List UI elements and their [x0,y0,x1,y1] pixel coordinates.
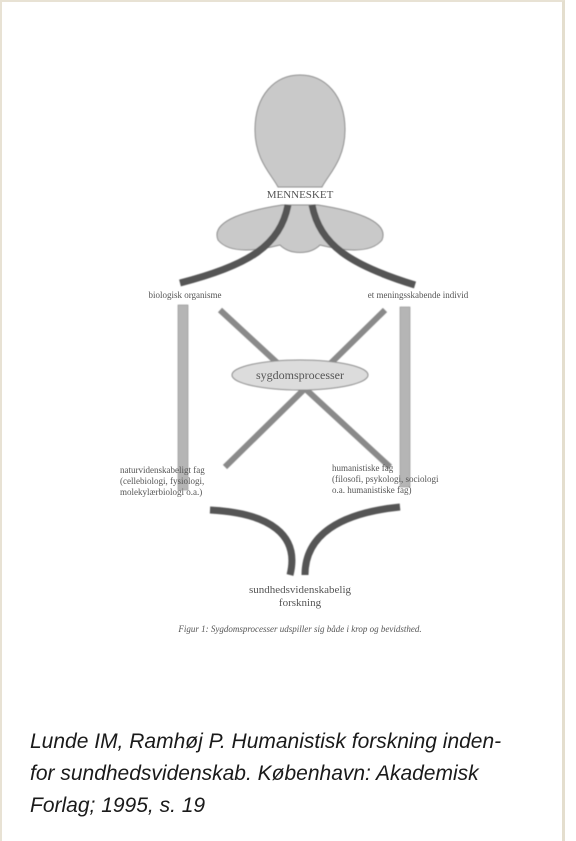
head-shape [255,75,345,187]
label-mennesket: MENNESKET [267,189,334,201]
citation-line: Lunde IM, Ramhøj P. Humanistisk forsknin… [30,726,550,758]
label-left-bottom-2: (cellebiologi, fysiologi, [120,476,204,486]
citation-line: Forlag; 1995, s. 19 [30,790,550,822]
label-right-bottom-1: humanistiske fag [332,463,394,473]
left-bottom-arch [210,510,292,575]
label-left-bottom-3: molekylærbiologi o.a.) [120,487,202,497]
label-center: sygdomsprocesser [256,368,344,382]
label-right-top: et meningsskabende individ [368,290,469,300]
diagram-svg: MENNESKET biologisk organisme et menings… [100,55,500,655]
label-bottom-2: forskning [279,597,322,609]
right-bottom-arch [305,507,400,575]
figure-caption: Figur 1: Sygdomsprocesser udspiller sig … [177,624,421,634]
label-right-bottom-2: (filosofi, psykologi, sociologi [332,474,439,484]
label-bottom-1: sundhedsvidenskabelig [249,584,352,596]
diagram-figure: MENNESKET biologisk organisme et menings… [100,55,500,655]
citation: Lunde IM, Ramhøj P. Humanistisk forsknin… [30,726,550,822]
label-left-bottom-1: naturvidenskabeligt fag [120,465,205,475]
citation-line: for sundhedsvidenskab. København: Akadem… [30,758,550,790]
right-vertical-bar [400,307,410,487]
left-vertical-bar [178,305,188,490]
body-shape [217,205,383,253]
label-right-bottom-3: o.a. humanistiske fag) [332,485,411,495]
label-left-top: biologisk organisme [148,290,221,300]
